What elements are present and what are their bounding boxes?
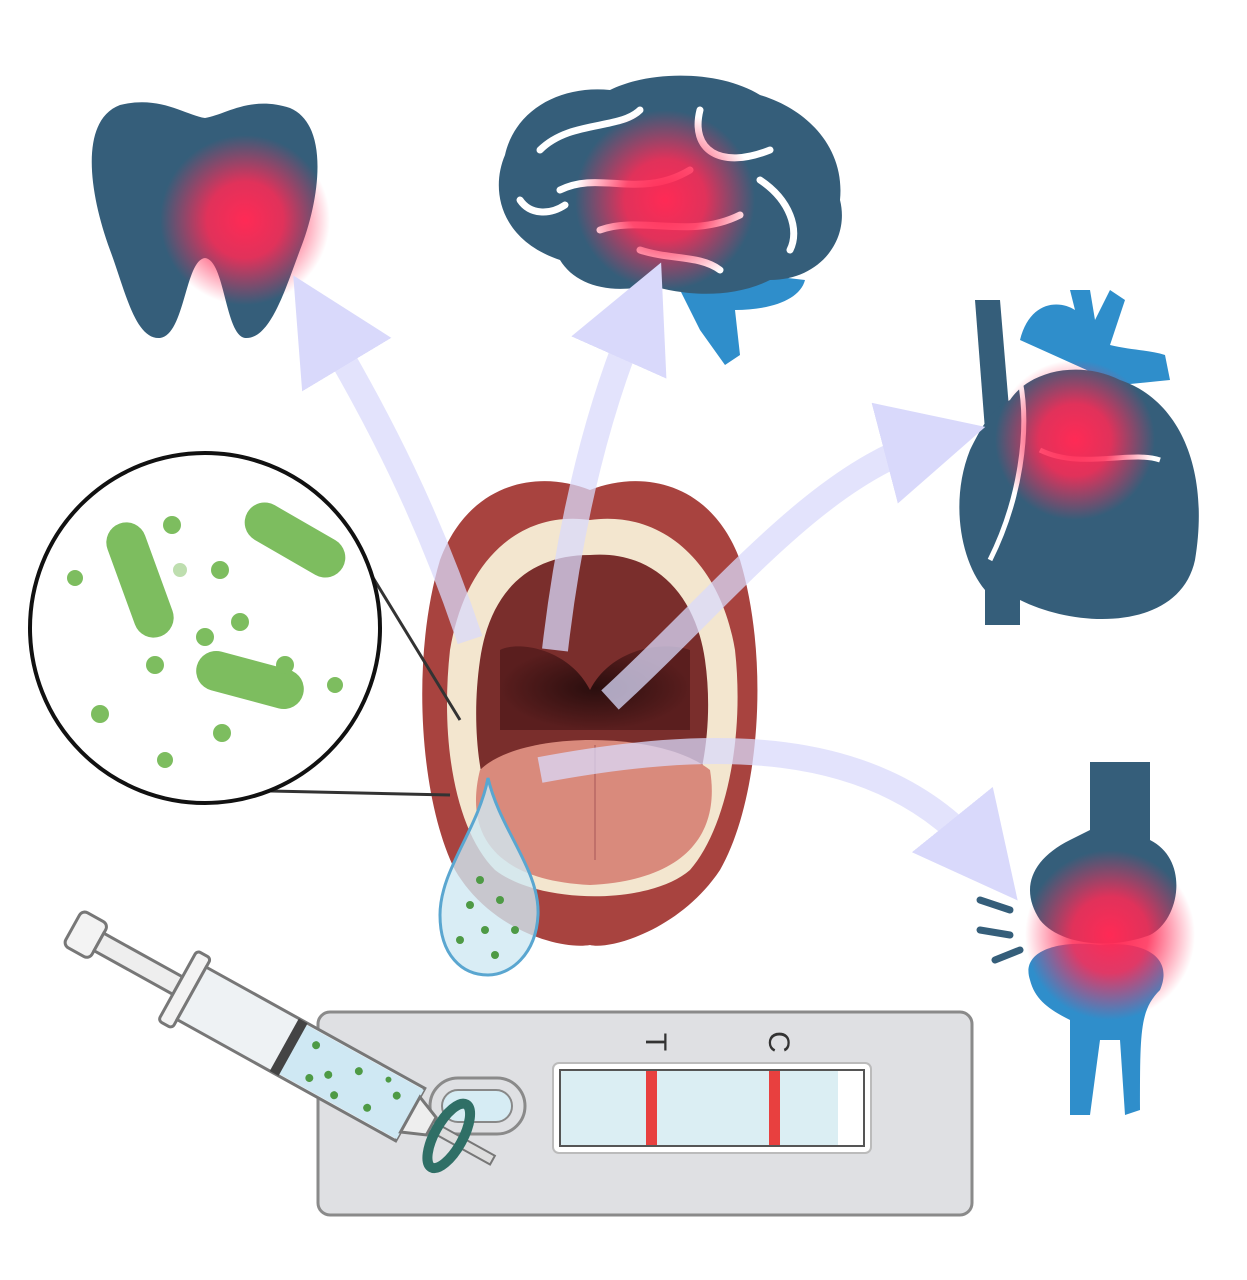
syringe-icon [63,910,497,1174]
knee-joint-icon [976,762,1195,1115]
inflammation-glow [575,110,755,290]
bacteria-magnifier-icon [28,451,462,805]
brain-icon [498,75,842,365]
inflammation-glow [160,135,330,305]
arrow-to-heart [601,402,986,710]
arrow-to-tooth [293,275,483,645]
test-line-label: T [639,1033,672,1051]
saliva-droplet-icon [438,777,540,977]
arrow-to-brain [542,262,667,652]
inflammation-glow [1025,850,1195,1020]
test-line [646,1071,657,1145]
result-window [559,1069,865,1147]
syringe-filter [422,1098,476,1174]
control-line-label: C [762,1031,795,1053]
inflammation-glow [995,360,1155,520]
arrow-to-knee [537,738,1018,901]
heart-icon [959,290,1199,625]
test-cassette-icon: T C [316,1010,974,1217]
control-line [769,1071,780,1145]
spread-arrows [293,262,1018,901]
tooth-icon [91,102,330,339]
